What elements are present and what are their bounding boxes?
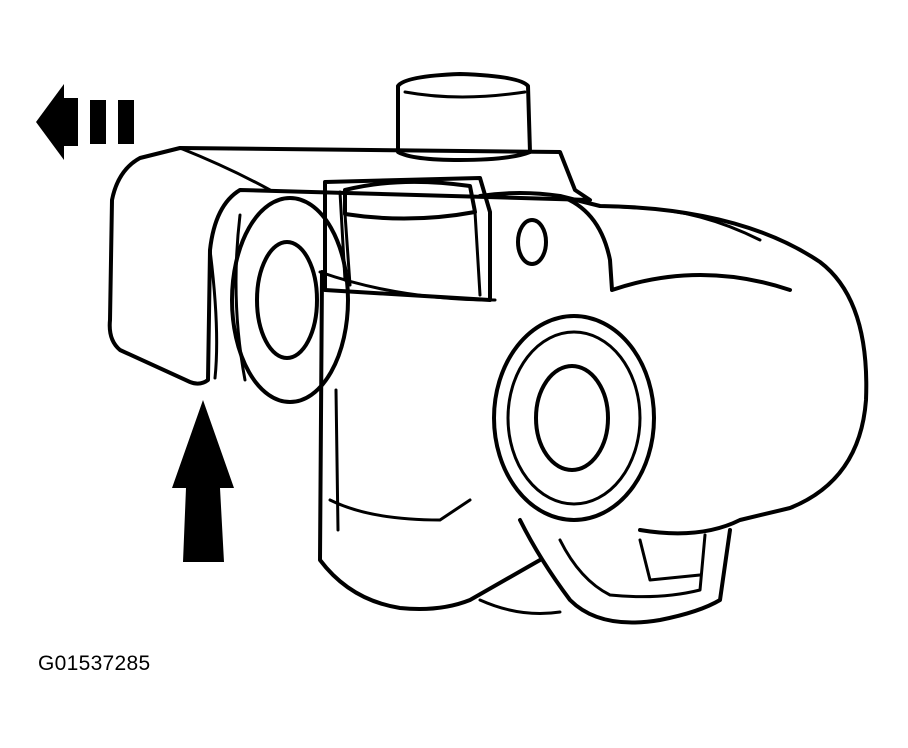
lower-shoe (478, 518, 732, 625)
right-housing (478, 191, 869, 536)
tensioner-assembly-drawing (107, 72, 869, 625)
direction-arrow-up-icon (172, 400, 234, 562)
direction-arrow-left-icon (36, 84, 134, 160)
top-cap (396, 72, 532, 162)
plunger (323, 176, 492, 302)
center-body (318, 270, 542, 611)
left-bore (230, 196, 350, 404)
figure-id-label: G01537285 (38, 652, 151, 675)
left-bracket (107, 146, 592, 386)
